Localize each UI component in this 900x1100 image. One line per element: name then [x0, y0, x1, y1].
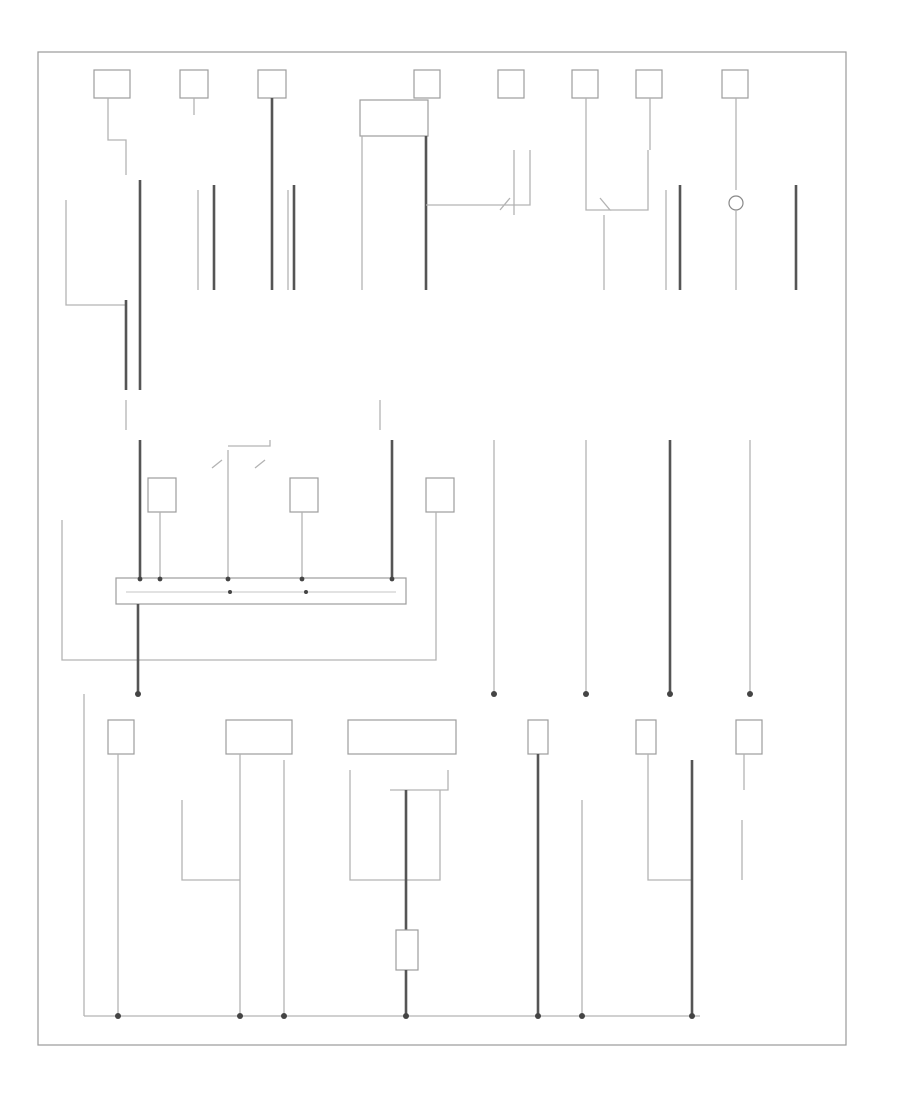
top-connector-row	[93, 69, 749, 137]
bottom-component-4	[527, 719, 549, 755]
top-connector-7	[571, 69, 599, 99]
top-connector-1	[93, 69, 131, 99]
bottom-component-5	[635, 719, 657, 755]
middle-section	[61, 400, 753, 697]
diagram-frame	[37, 51, 847, 1046]
mid-component-1	[147, 477, 177, 513]
top-connector-5	[413, 69, 441, 99]
bottom-component-1	[107, 719, 135, 755]
top-connector-8	[635, 69, 663, 99]
lamp-symbol	[728, 195, 744, 211]
top-connector-6	[497, 69, 525, 99]
splice-block	[115, 577, 407, 605]
bottom-component-6	[735, 719, 763, 755]
mid-component-2	[289, 477, 319, 513]
bottom-component-2	[225, 719, 293, 755]
bottom-relay	[395, 929, 419, 971]
mid-component-3	[425, 477, 455, 513]
top-connector-2	[179, 69, 209, 99]
bottom-component-3	[347, 719, 457, 755]
top-connector-3	[257, 69, 287, 99]
top-wires	[65, 98, 798, 390]
bottom-section	[83, 694, 763, 1019]
top-connector-9	[721, 69, 749, 99]
top-connector-4	[359, 99, 429, 137]
